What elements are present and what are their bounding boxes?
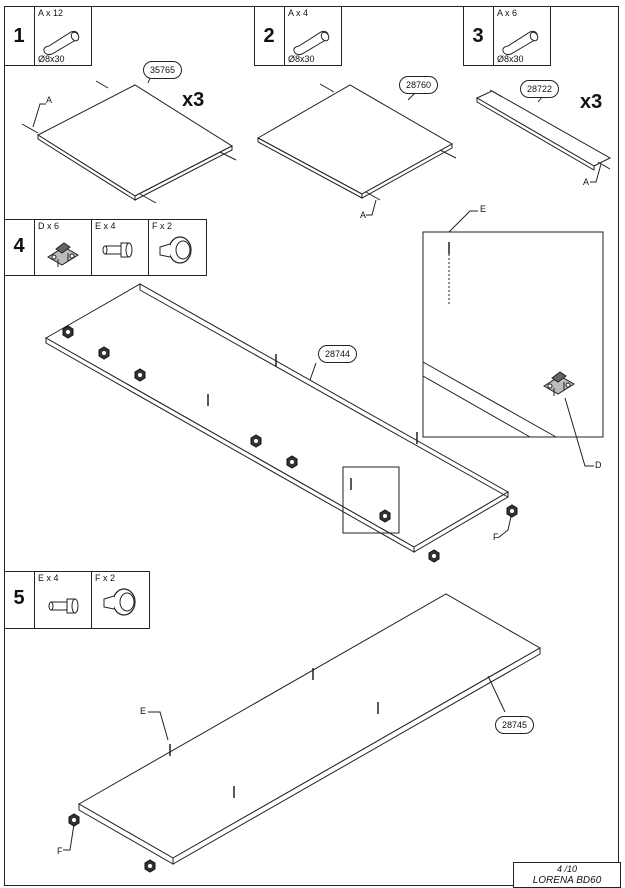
step3-panel bbox=[475, 89, 612, 171]
step4-fitting-f bbox=[428, 549, 440, 563]
step4-number: 4 bbox=[13, 235, 25, 257]
detail-hinge-icon bbox=[543, 371, 575, 397]
step3-part-box: A x 6 Ø8x30 bbox=[493, 6, 551, 66]
step4-part-f-qty: F x 2 bbox=[152, 221, 173, 231]
step5-fitting-f bbox=[144, 859, 156, 873]
step1-multiplier: x3 bbox=[182, 89, 205, 111]
step4-callout-d: D bbox=[595, 460, 602, 470]
dowel-icon bbox=[293, 30, 331, 56]
step3-callout-a: A bbox=[583, 177, 590, 187]
step4-part-e-qty: E x 4 bbox=[95, 221, 116, 231]
step1-panel bbox=[21, 80, 237, 204]
cam-lock-icon bbox=[159, 236, 192, 264]
step1-part-box: A x 12 Ø8x30 bbox=[34, 6, 92, 66]
step4-detail-marker bbox=[342, 466, 400, 534]
step2-part-size: Ø8x30 bbox=[288, 54, 315, 64]
step3-panel-number: 28722 bbox=[520, 80, 560, 98]
step5-panel bbox=[77, 593, 542, 865]
page-number: 4 /10 bbox=[556, 864, 578, 874]
step4-callout-e: E bbox=[480, 204, 487, 214]
step5-panel-number: 28745 bbox=[495, 716, 535, 734]
page-footer: 4 /10 LORENA BD60 bbox=[513, 862, 621, 888]
step4-callout-f: F bbox=[493, 532, 499, 542]
dowel-icon bbox=[502, 30, 540, 56]
step1-callout-a: A bbox=[46, 95, 53, 105]
step5-part-e-qty: E x 4 bbox=[38, 573, 59, 583]
step5-number: 5 bbox=[13, 587, 25, 609]
step5-callout-e: E bbox=[140, 706, 147, 716]
hinge-plate-icon bbox=[47, 242, 79, 268]
step2-panel bbox=[256, 83, 457, 201]
step5-fitting-f bbox=[68, 813, 80, 827]
step3-part-size: Ø8x30 bbox=[497, 54, 524, 64]
step4-part-d-qty: D x 6 bbox=[38, 221, 60, 231]
step1-part-qty: A x 12 bbox=[38, 8, 64, 18]
step4-fitting-f bbox=[506, 504, 518, 518]
cam-bolt-icon bbox=[102, 242, 133, 258]
step2-number: 2 bbox=[263, 25, 275, 47]
step3-part-qty: A x 6 bbox=[497, 8, 518, 18]
step1-part-size: Ø8x30 bbox=[38, 54, 65, 64]
step5-callout-f: F bbox=[57, 846, 63, 856]
step1-number: 1 bbox=[13, 25, 25, 47]
dowel-icon bbox=[43, 30, 81, 56]
cam-bolt-icon bbox=[48, 598, 79, 614]
step4-panel bbox=[44, 283, 510, 553]
step1-panel-number: 35765 bbox=[143, 61, 183, 79]
step2-callout-a: A bbox=[360, 210, 367, 220]
step2-part-box: A x 4 Ø8x30 bbox=[284, 6, 342, 66]
step5-part-f-qty: F x 2 bbox=[95, 573, 116, 583]
step3-multiplier: x3 bbox=[580, 91, 603, 113]
step4-detail-view bbox=[422, 231, 604, 438]
step1-header: 1 A x 12 Ø8x30 bbox=[4, 6, 92, 66]
product-name: LORENA BD60 bbox=[532, 875, 602, 886]
step3-number: 3 bbox=[472, 25, 484, 47]
step4-panel-number: 28744 bbox=[318, 345, 358, 363]
step2-part-qty: A x 4 bbox=[288, 8, 309, 18]
step2-panel-number: 28760 bbox=[399, 76, 439, 94]
step5-part-e-box: E x 4 bbox=[34, 571, 92, 629]
cam-lock-icon bbox=[103, 588, 136, 616]
